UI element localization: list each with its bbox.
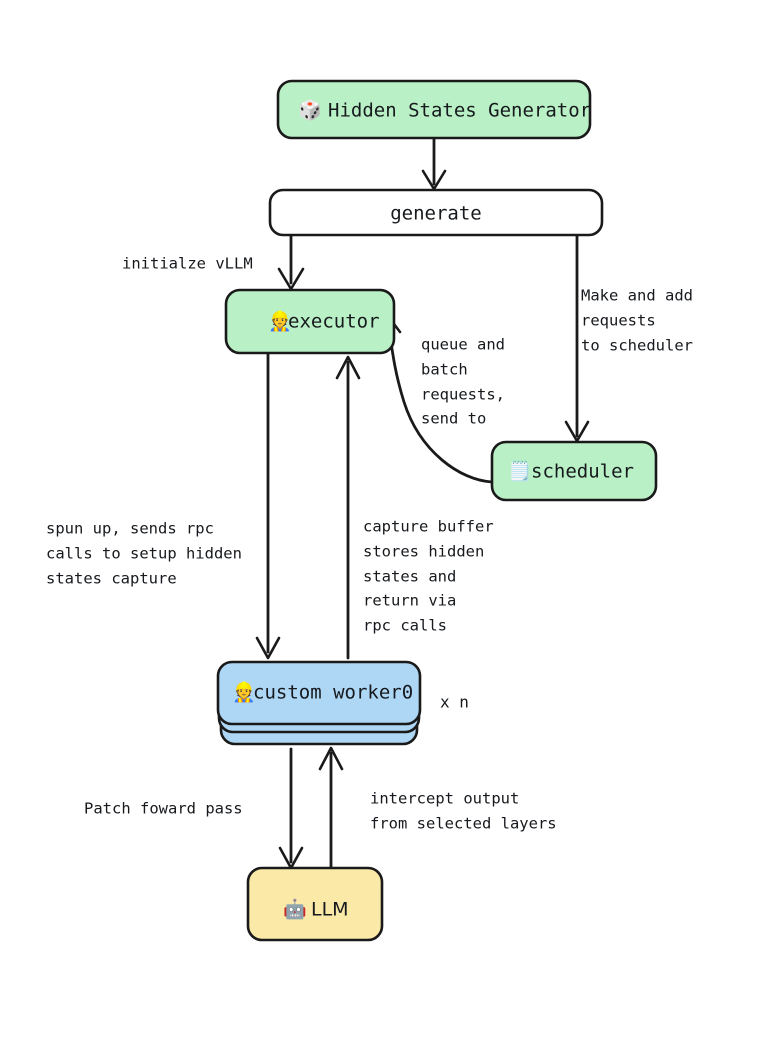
edge-label-initialze-vllm: initialze vLLM: [122, 255, 253, 273]
edge-label-line: stores hidden: [363, 543, 484, 561]
edge-label-line: batch: [421, 361, 468, 379]
edge-label-line: spun up, sends rpc: [46, 520, 214, 538]
edge-executor-to-worker: [255, 351, 281, 660]
edge-label-line: initialze vLLM: [122, 255, 253, 273]
edge-label-line: requests: [581, 312, 656, 330]
factory-worker-icon: 👷: [268, 310, 292, 333]
executor-label: executor: [288, 311, 380, 333]
edge-label-line: Make and add: [581, 287, 693, 305]
node-generate[interactable]: generate: [268, 188, 604, 237]
edge-label-line: capture buffer: [363, 518, 494, 536]
llm-box[interactable]: [246, 866, 384, 942]
edge-label-line: from selected layers: [370, 815, 557, 833]
edge-label-spun-up-sends-rpc: spun up, sends rpc calls to setup hidden…: [46, 520, 242, 588]
node-scheduler[interactable]: 🗒️ scheduler: [490, 440, 658, 502]
custom-worker0-box[interactable]: [216, 660, 422, 726]
hidden-states-generator-label: Hidden States Generator: [328, 100, 591, 122]
node-hidden-states-generator[interactable]: 🎲 Hidden States Generator: [276, 79, 592, 140]
edge-label-line: states capture: [46, 570, 177, 588]
edge-worker-to-llm: [278, 747, 304, 870]
llm-label: LLM: [311, 899, 349, 921]
construction-worker-icon: 👷: [232, 681, 256, 704]
edge-label-queue-and-batch: queue and batch requests, send to: [421, 336, 505, 428]
generate-box[interactable]: [268, 188, 604, 237]
edge-label-line: send to: [421, 410, 486, 428]
scheduler-box[interactable]: [490, 440, 658, 502]
node-custom-worker0[interactable]: 👷 custom worker0: [216, 660, 422, 746]
generate-label: generate: [390, 203, 482, 225]
edge-label-line: rpc calls: [363, 617, 447, 635]
edge-label-line: queue and: [421, 336, 505, 354]
edge-label-intercept-output: intercept output from selected layers: [370, 790, 557, 833]
scheduler-label: scheduler: [531, 461, 634, 483]
edge-label-make-and-add-requests: Make and add requests to scheduler: [581, 287, 693, 355]
edge-label-line: calls to setup hidden: [46, 545, 242, 563]
edge-label-line: intercept output: [370, 790, 519, 808]
edge-label-line: return via: [363, 592, 456, 610]
hidden-states-generator-box[interactable]: [276, 79, 592, 140]
edge-worker-to-executor: [335, 355, 361, 660]
node-executor[interactable]: 👷 executor: [224, 288, 396, 355]
robot-icon: 🤖: [283, 898, 307, 921]
game-die-icon: 🎲: [298, 99, 322, 122]
edge-generator-to-generate: [421, 136, 447, 191]
edge-label-line: Patch foward pass: [84, 800, 243, 818]
spiral-notepad-icon: 🗒️: [508, 460, 532, 483]
executor-box[interactable]: [224, 288, 396, 355]
edge-label-patch-foward-pass: Patch foward pass: [84, 800, 243, 818]
edge-label-capture-buffer: capture buffer stores hidden states and …: [363, 518, 494, 635]
edge-label-line: states and: [363, 568, 456, 586]
custom-worker0-label: custom worker0: [253, 682, 413, 704]
edge-llm-to-worker: [318, 746, 344, 870]
worker-multiplier-label: x n: [440, 693, 469, 712]
node-llm[interactable]: 🤖 LLM: [246, 866, 384, 942]
edge-label-line: requests,: [421, 386, 505, 404]
edge-label-line: to scheduler: [581, 337, 693, 355]
edge-generate-to-executor: [277, 233, 305, 291]
